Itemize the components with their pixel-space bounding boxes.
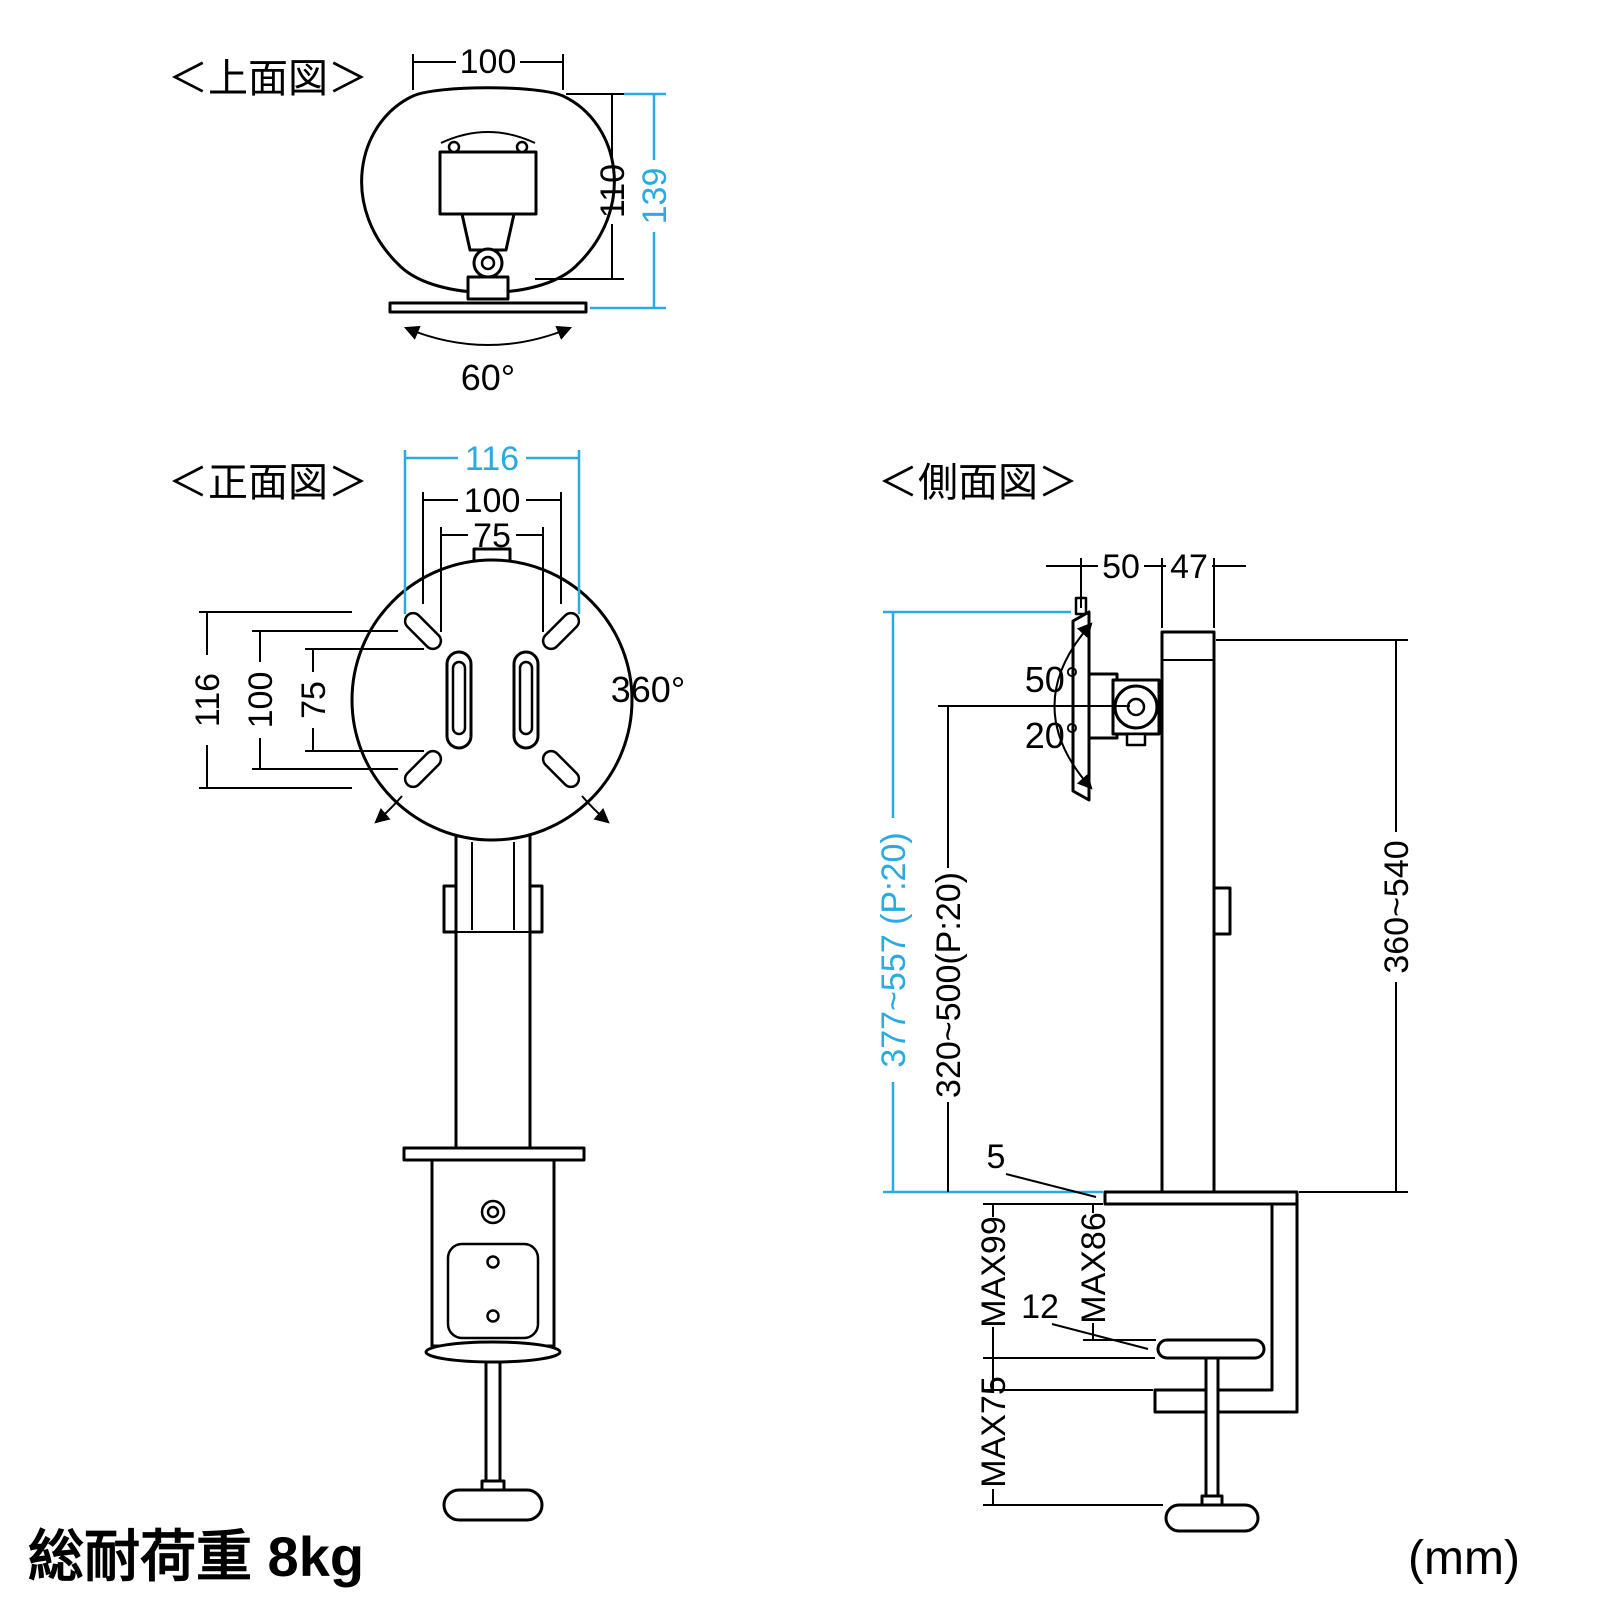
top-view-drawing bbox=[360, 86, 616, 314]
dim-plate-thickness: 5 bbox=[987, 1138, 1097, 1198]
side-view-drawing bbox=[1071, 596, 1299, 1533]
svg-text:100: 100 bbox=[242, 672, 280, 729]
dim-tilt-up: 50° bbox=[1025, 659, 1079, 700]
dim-side-height-pole: 320~500(P:20) bbox=[930, 705, 1130, 1192]
dim-top-depth-inner: 110 bbox=[535, 93, 632, 280]
dim-depth-front: 50 bbox=[1102, 548, 1140, 586]
dim-front-width-outer: 116 bbox=[403, 440, 581, 614]
top-view: ＜上面図＞ 60° 100 bbox=[168, 43, 674, 398]
dim-spacer: 12 bbox=[1021, 1288, 1149, 1350]
svg-text:110: 110 bbox=[594, 164, 632, 218]
load-capacity-label: 総耐荷重 8kg bbox=[28, 1525, 364, 1588]
dim-front-height-75: 75 bbox=[295, 648, 424, 752]
dim-top-depth-outer: 139 bbox=[590, 92, 674, 310]
svg-text:116: 116 bbox=[465, 440, 519, 478]
svg-text:320~500(P:20): 320~500(P:20) bbox=[930, 872, 968, 1098]
svg-text:360~540: 360~540 bbox=[1378, 840, 1416, 973]
rotation-arc-right bbox=[581, 795, 610, 824]
side-view-title: ＜側面図＞ bbox=[878, 461, 1078, 505]
svg-text:377~557 (P:20): 377~557 (P:20) bbox=[875, 832, 913, 1067]
swivel-arc bbox=[403, 325, 573, 346]
dim-tilt-down: 20° bbox=[1025, 715, 1079, 756]
dim-depth-pole: 47 bbox=[1170, 548, 1208, 586]
svg-text:75: 75 bbox=[295, 681, 333, 719]
dim-clamp-max86: MAX86 bbox=[1075, 1204, 1156, 1341]
dim-side-pole-length: 360~540 bbox=[1216, 639, 1416, 1193]
side-view: ＜側面図＞ bbox=[875, 461, 1416, 1533]
footer: 総耐荷重 8kg (mm) bbox=[28, 1525, 1520, 1588]
dim-front-height-outer: 116 bbox=[189, 611, 352, 789]
svg-text:75: 75 bbox=[473, 517, 511, 555]
dim-screw-max75: MAX75 bbox=[975, 1357, 1163, 1506]
front-view-title: ＜正面図＞ bbox=[168, 461, 368, 505]
svg-text:100: 100 bbox=[460, 43, 517, 81]
dim-clamp-max99: MAX99 bbox=[975, 1203, 1153, 1391]
dim-side-depths: 50 47 bbox=[1046, 548, 1246, 628]
svg-text:MAX99: MAX99 bbox=[975, 1216, 1013, 1328]
dim-rotation-angle: 360° bbox=[611, 669, 685, 710]
unit-label: (mm) bbox=[1408, 1532, 1520, 1585]
dim-front-width-75: 75 bbox=[440, 517, 544, 632]
top-view-title: ＜上面図＞ bbox=[168, 57, 368, 101]
dim-top-width: 100 bbox=[412, 43, 564, 90]
front-view-drawing bbox=[350, 547, 634, 1522]
svg-text:MAX86: MAX86 bbox=[1075, 1212, 1113, 1324]
svg-text:12: 12 bbox=[1021, 1288, 1059, 1326]
svg-text:5: 5 bbox=[987, 1138, 1006, 1176]
svg-text:139: 139 bbox=[636, 168, 674, 225]
dim-swivel-angle: 60° bbox=[461, 357, 515, 398]
rotation-arc-left bbox=[374, 795, 403, 824]
dim-side-height-total: 377~557 (P:20) bbox=[875, 610, 1103, 1194]
dim-front-width-100: 100 bbox=[422, 482, 562, 604]
svg-text:100: 100 bbox=[464, 482, 521, 520]
svg-text:116: 116 bbox=[189, 673, 227, 727]
dim-front-height-100: 100 bbox=[242, 630, 398, 770]
svg-text:MAX75: MAX75 bbox=[975, 1376, 1013, 1488]
front-view: ＜正面図＞ bbox=[168, 440, 685, 1522]
